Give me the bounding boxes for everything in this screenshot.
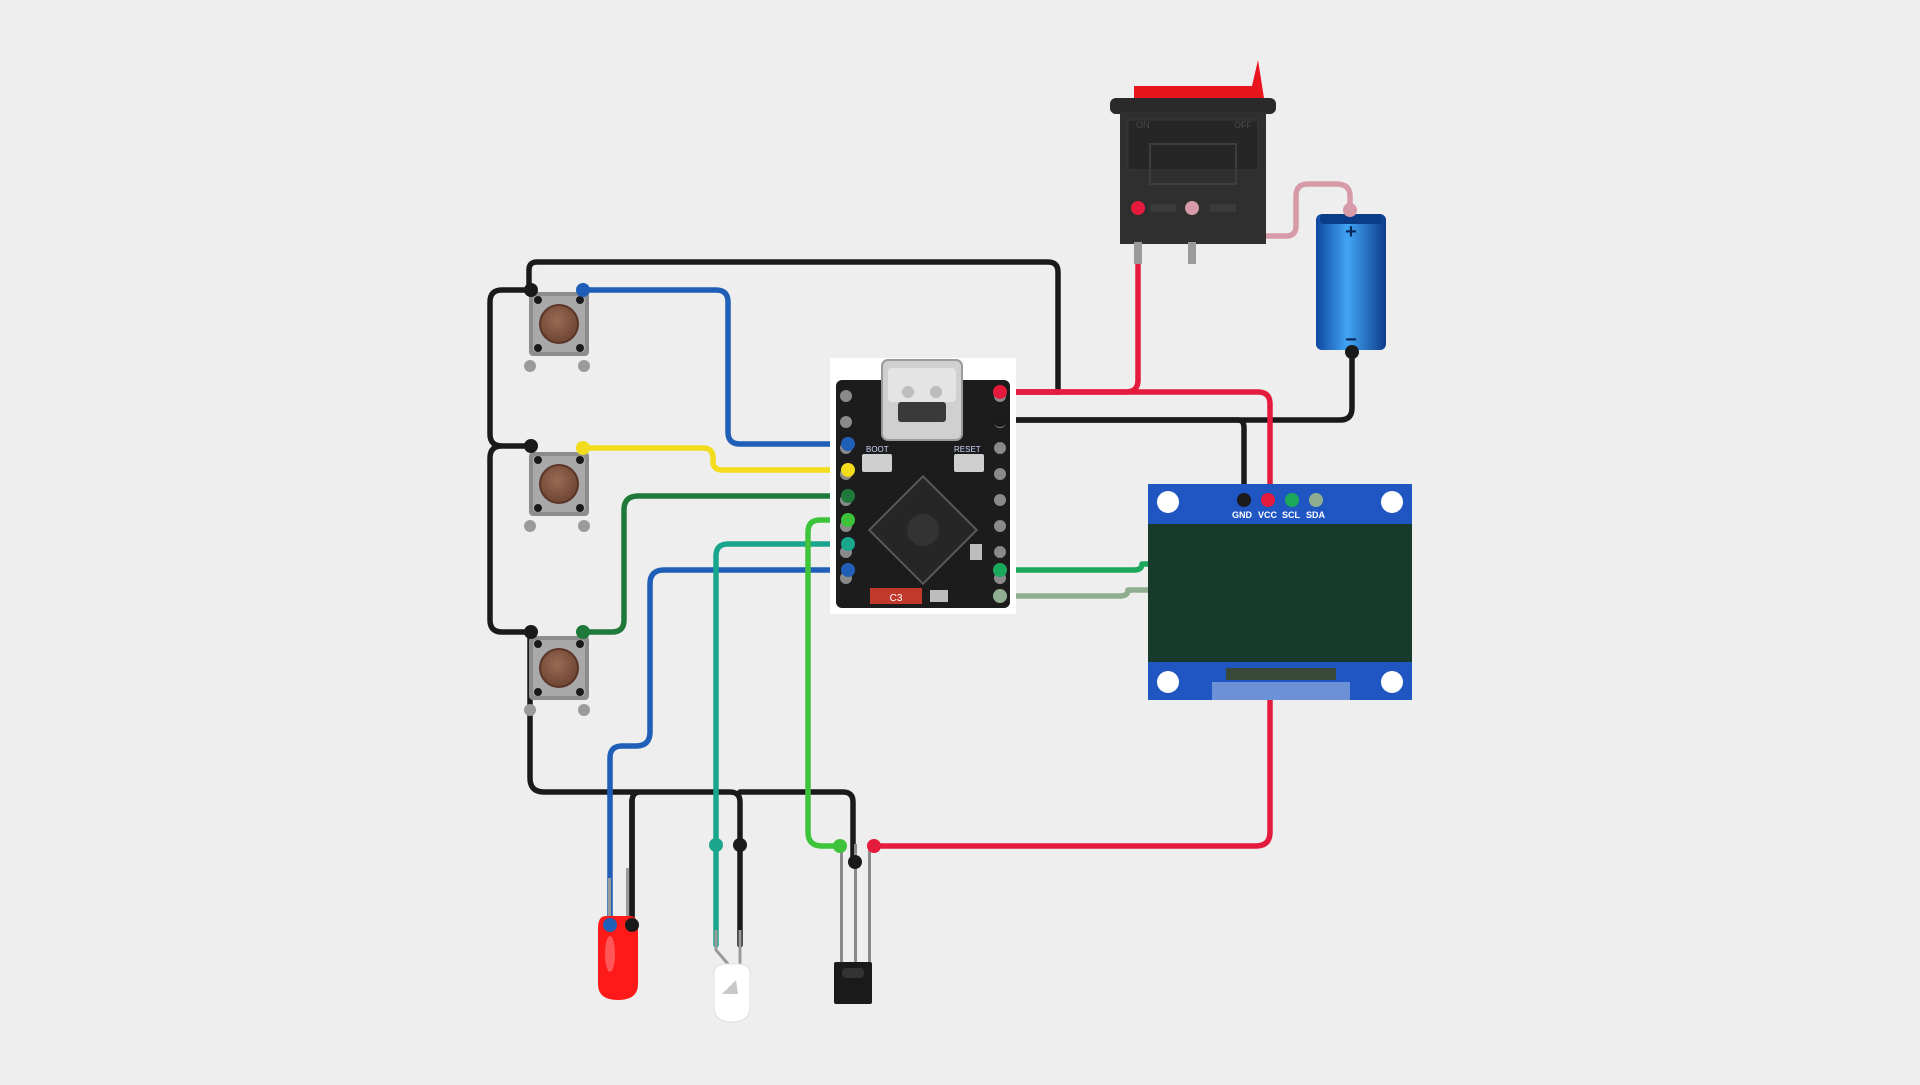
- led[interactable]: [598, 868, 638, 1000]
- ir-receiver-icon: [834, 844, 872, 1004]
- wire-black-gnd-top: [526, 259, 1061, 395]
- battery-plus-label: +: [1345, 221, 1357, 243]
- switch-off-label: OFF: [1234, 120, 1252, 130]
- light-sensor-icon: [713, 930, 751, 1023]
- led-icon: [598, 868, 638, 1000]
- wire-darkgreen-button3: [580, 493, 851, 635]
- light-sensor[interactable]: [713, 930, 751, 1023]
- switch-on-label: ON: [1136, 120, 1150, 130]
- wire-green-ir: [805, 517, 851, 849]
- push-button-1[interactable]: [524, 292, 590, 372]
- push-button-icon: [524, 292, 590, 372]
- chip-label: C3: [890, 593, 903, 604]
- oled-pin-scl: SCL: [1282, 510, 1301, 520]
- oled-pin-gnd: GND: [1232, 510, 1253, 520]
- rocker-switch[interactable]: ON OFF: [1110, 60, 1276, 264]
- wire-teal-sensor: [713, 541, 851, 948]
- mcu-board[interactable]: BOOT RESET C3: [830, 358, 1016, 614]
- push-button-2[interactable]: [524, 452, 590, 532]
- wire-blue-led: [607, 567, 851, 928]
- push-button-3[interactable]: [524, 636, 590, 716]
- oled-display[interactable]: GND VCC SCL SDA: [1148, 484, 1412, 700]
- wire-black-gnd-left: [487, 287, 535, 635]
- wire-black-board-battery: [997, 349, 1355, 423]
- battery-icon: + −: [1316, 214, 1386, 351]
- battery[interactable]: + −: [1316, 214, 1386, 351]
- oled-pin-sda: SDA: [1306, 510, 1326, 520]
- oled-pin-vcc: VCC: [1258, 510, 1278, 520]
- boot-label: BOOT: [866, 445, 889, 454]
- rocker-switch-icon: ON OFF: [1110, 60, 1276, 264]
- wire-red-power: [997, 205, 1141, 395]
- battery-minus-label: −: [1345, 329, 1357, 351]
- oled-display-icon: GND VCC SCL SDA: [1148, 484, 1412, 700]
- wire-yellow-button2: [580, 445, 851, 473]
- push-button-icon: [524, 636, 590, 716]
- junction-dots: [524, 201, 1359, 932]
- reset-label: RESET: [954, 445, 981, 454]
- push-button-icon: [524, 452, 590, 532]
- wire-blue-button1: [580, 287, 851, 447]
- ir-receiver[interactable]: [834, 844, 872, 1004]
- esp32-c3-board-icon: BOOT RESET C3: [830, 358, 1016, 614]
